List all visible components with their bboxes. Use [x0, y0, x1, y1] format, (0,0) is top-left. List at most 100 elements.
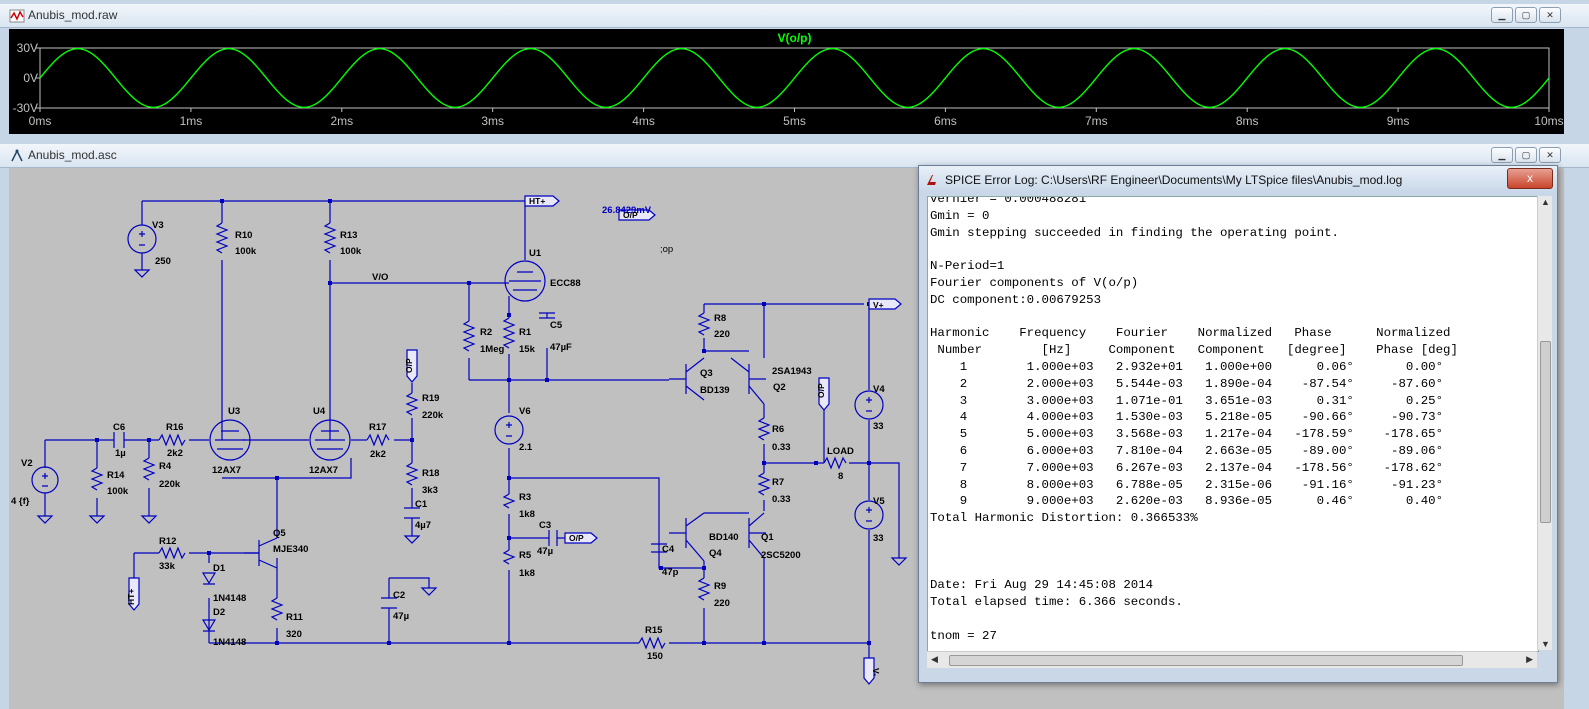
svg-text:1µ: 1µ: [115, 448, 126, 459]
log-horizontal-scrollbar[interactable]: ◀ ▶: [927, 651, 1537, 668]
log-line: Number [Hz] Component Component [degree]…: [930, 343, 1458, 358]
svg-text:15k: 15k: [519, 344, 536, 355]
svg-text:C4: C4: [662, 544, 675, 555]
svg-text:ECC88: ECC88: [550, 278, 581, 289]
log-line: [930, 561, 1458, 578]
log-line: 3 3.000e+03 1.071e-01 3.651e-03 0.31° 0.…: [930, 393, 1444, 408]
ltspice-icon: [927, 175, 936, 185]
maximize-button[interactable]: ▢: [1515, 147, 1537, 163]
svg-text:R6: R6: [772, 424, 784, 435]
log-line: Gmin = 0: [930, 208, 990, 223]
svg-text:R18: R18: [422, 468, 439, 479]
svg-text:C2: C2: [393, 590, 405, 601]
log-vertical-scrollbar[interactable]: ▲ ▼: [1537, 196, 1552, 650]
svg-text:R3: R3: [519, 492, 531, 503]
svg-text:R19: R19: [422, 393, 439, 404]
svg-text:Q3: Q3: [700, 368, 713, 379]
x-tick-label: 8ms: [1236, 114, 1259, 128]
svg-text:BD140: BD140: [709, 532, 739, 543]
scroll-left-icon[interactable]: ◀: [931, 654, 938, 664]
waveform-window-titlebar[interactable]: Anubis_mod.raw ▁ ▢ ✕: [0, 4, 1589, 28]
svg-text:1k8: 1k8: [519, 568, 535, 579]
schematic-icon: [11, 149, 23, 162]
y-tick-label: 30V: [17, 41, 38, 55]
x-tick-label: 6ms: [934, 114, 957, 128]
svg-text:R13: R13: [340, 230, 357, 241]
x-tick-label: 2ms: [330, 114, 353, 128]
close-button[interactable]: ✕: [1539, 7, 1561, 23]
svg-text:V-: V-: [871, 668, 881, 676]
svg-text:V2: V2: [21, 458, 33, 469]
svg-text:D1: D1: [213, 563, 226, 574]
scroll-right-icon[interactable]: ▶: [1526, 654, 1533, 664]
svg-text:1Meg: 1Meg: [480, 344, 504, 355]
schematic-labels: V3 250 R10 100k R13 100k HT+ 26.8429mV O…: [11, 196, 885, 676]
svg-text:O/P: O/P: [623, 210, 638, 220]
schematic-window-titlebar[interactable]: Anubis_mod.asc ▁ ▢ ✕: [0, 144, 1589, 168]
scroll-up-icon[interactable]: ▲: [1541, 197, 1550, 207]
log-line: Date: Fri Aug 29 14:45:08 2014: [930, 578, 1154, 593]
log-line: N-Period=1: [930, 259, 1005, 274]
svg-text:220: 220: [714, 329, 730, 340]
svg-text:R10: R10: [235, 230, 252, 241]
log-window-titlebar[interactable]: SPICE Error Log: C:\Users\RF Engineer\Do…: [919, 166, 1557, 194]
svg-text:2k2: 2k2: [167, 448, 183, 459]
log-line: vernier = 0.000488281: [930, 196, 1087, 206]
log-line: 1 1.000e+03 2.932e+01 1.000e+00 0.06° 0.…: [930, 359, 1444, 374]
spice-error-log-window[interactable]: SPICE Error Log: C:\Users\RF Engineer\Do…: [918, 165, 1558, 683]
maximize-button[interactable]: ▢: [1515, 7, 1537, 23]
minimize-button[interactable]: ▁: [1491, 7, 1513, 23]
svg-text:12AX7: 12AX7: [309, 465, 338, 476]
svg-text:220: 220: [714, 598, 730, 609]
svg-text:U3: U3: [228, 406, 240, 417]
log-horizontal-scroll-thumb[interactable]: [949, 655, 1463, 666]
scroll-down-icon[interactable]: ▼: [1541, 639, 1550, 649]
log-vertical-scroll-thumb[interactable]: [1540, 341, 1551, 523]
log-line: Harmonic Frequency Fourier Normalized Ph…: [930, 326, 1451, 341]
x-tick-label: 5ms: [783, 114, 806, 128]
svg-text:C5: C5: [550, 320, 563, 331]
trace-vop: [39, 47, 1550, 109]
svg-text:1N4148: 1N4148: [213, 593, 246, 604]
svg-text:V/O: V/O: [372, 272, 388, 283]
svg-text:2SC5200: 2SC5200: [761, 550, 801, 561]
minimize-button[interactable]: ▁: [1491, 147, 1513, 163]
svg-text:150: 150: [647, 651, 663, 662]
schematic-window-title: Anubis_mod.asc: [28, 148, 117, 162]
log-line: Gmin stepping succeeded in finding the o…: [930, 225, 1339, 240]
svg-text:R17: R17: [369, 422, 386, 433]
svg-text:R14: R14: [107, 470, 125, 481]
svg-text:D2: D2: [213, 607, 225, 618]
svg-text:220k: 220k: [159, 479, 181, 490]
log-line: 8 8.000e+03 6.788e-05 2.315e-06 -91.16° …: [930, 477, 1444, 492]
log-line: [930, 611, 1458, 628]
svg-text:U1: U1: [529, 248, 542, 259]
junction-dots: [95, 199, 871, 645]
svg-text:100k: 100k: [107, 486, 129, 497]
log-close-button[interactable]: x: [1507, 168, 1553, 189]
x-tick-label: 10ms: [1534, 114, 1563, 128]
log-line: 7 7.000e+03 6.267e-03 2.137e-04 -178.56°…: [930, 460, 1444, 475]
svg-text:4 {f}: 4 {f}: [11, 496, 30, 507]
svg-text:HT+: HT+: [529, 196, 545, 206]
svg-text:O/P: O/P: [404, 358, 414, 373]
y-tick-label: -30V: [13, 101, 38, 115]
svg-text:320: 320: [286, 629, 302, 640]
svg-text:U4: U4: [313, 406, 326, 417]
log-line: tnom = 27: [930, 628, 997, 643]
svg-text:R12: R12: [159, 536, 176, 547]
x-tick-label: 7ms: [1085, 114, 1108, 128]
log-line: 9 9.000e+03 2.620e-03 8.936e-05 0.46° 0.…: [930, 494, 1444, 509]
x-tick-label: 9ms: [1387, 114, 1410, 128]
svg-text:R5: R5: [519, 550, 532, 561]
close-button[interactable]: ✕: [1539, 147, 1561, 163]
svg-text:Q4: Q4: [709, 548, 722, 559]
svg-text:26.8429mV: 26.8429mV: [602, 205, 652, 216]
svg-text:C1: C1: [415, 499, 428, 510]
svg-text:100k: 100k: [235, 246, 257, 257]
svg-text:R1: R1: [519, 327, 532, 338]
svg-text:0.33: 0.33: [772, 494, 791, 505]
svg-text:Q5: Q5: [273, 528, 286, 539]
